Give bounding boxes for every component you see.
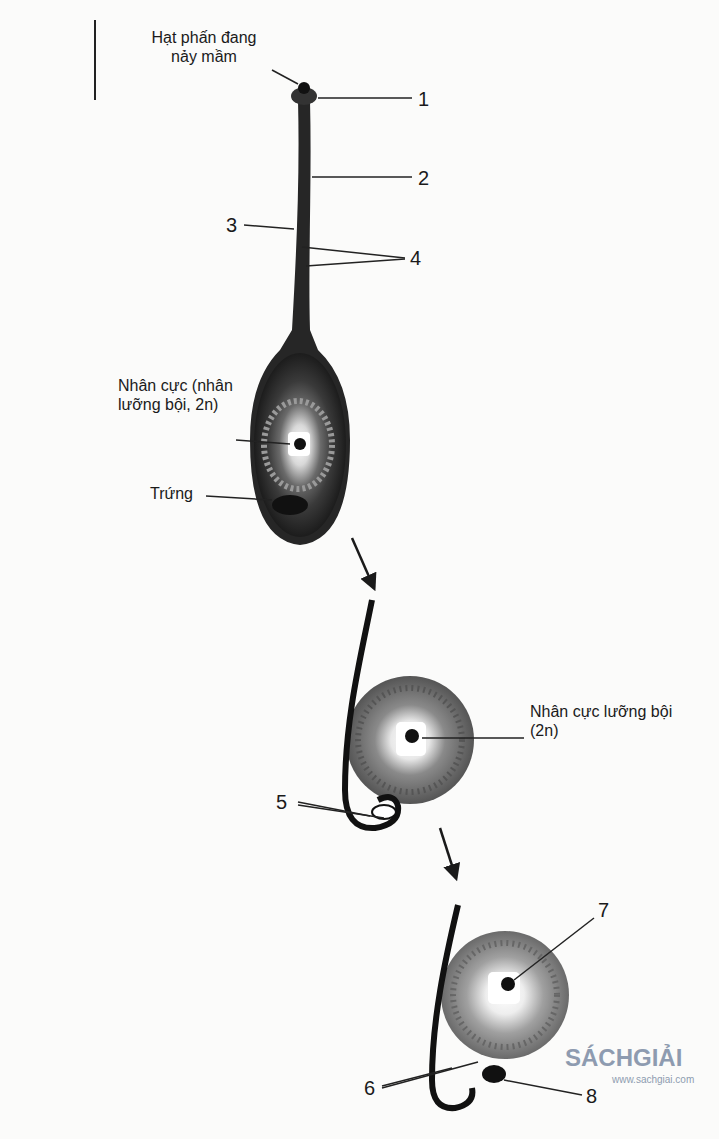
ovule-ring (264, 401, 332, 489)
egg-cell (272, 495, 308, 515)
watermark: SÁCHGIẢI (565, 1044, 682, 1073)
leader-line (382, 1068, 452, 1086)
leader-line (272, 70, 298, 84)
stage-arrow (352, 538, 374, 588)
callout-number: 4 (410, 246, 421, 270)
part-label: Nhân cực lưỡng bội (2n) (530, 702, 690, 740)
leader-line (382, 1062, 478, 1088)
watermark-url: www.sachgiai.com (612, 1074, 694, 1086)
endosperm-nucleus-core (501, 977, 515, 991)
leader-line (236, 440, 290, 444)
part-label: Trứng (150, 484, 193, 503)
callout-number: 3 (226, 213, 237, 237)
leader-line (298, 805, 384, 818)
part-label: Nhân cực (nhân lưỡng bội, 2n) (118, 376, 234, 414)
leader-line (318, 97, 412, 99)
leader-line (514, 918, 594, 980)
callout-number: 7 (598, 898, 609, 922)
leader-line (206, 496, 272, 500)
leader-line (244, 225, 294, 229)
ovule (254, 353, 346, 537)
polar-nucleus-core (405, 729, 419, 743)
zygote (482, 1065, 506, 1083)
ovule (346, 676, 474, 804)
ovule-ring (358, 688, 462, 792)
pollen-tube (432, 905, 472, 1108)
callout-number: 6 (364, 1076, 375, 1100)
pollen-tube (345, 600, 398, 828)
callout-number: 2 (418, 166, 429, 190)
endosperm-nucleus (488, 972, 520, 1004)
leader-line (306, 259, 405, 266)
callout-number: 8 (586, 1084, 597, 1108)
leader-line (504, 1080, 582, 1095)
callout-number: 5 (276, 790, 287, 814)
polar-nucleus (396, 722, 426, 756)
margin-bar (94, 20, 96, 100)
ovule (441, 931, 569, 1059)
polar-nucleus-core (294, 438, 306, 450)
leader-line (312, 176, 412, 178)
callout-number: 1 (418, 87, 429, 111)
pollen-grain-top (298, 82, 310, 94)
leader-line (422, 737, 524, 739)
pollen-tube (250, 100, 350, 545)
leader-line (302, 247, 405, 258)
stage-arrow (440, 828, 456, 878)
polar-nucleus (288, 432, 310, 456)
part-label: Hạt phấn đang nảy mầm (150, 28, 258, 66)
